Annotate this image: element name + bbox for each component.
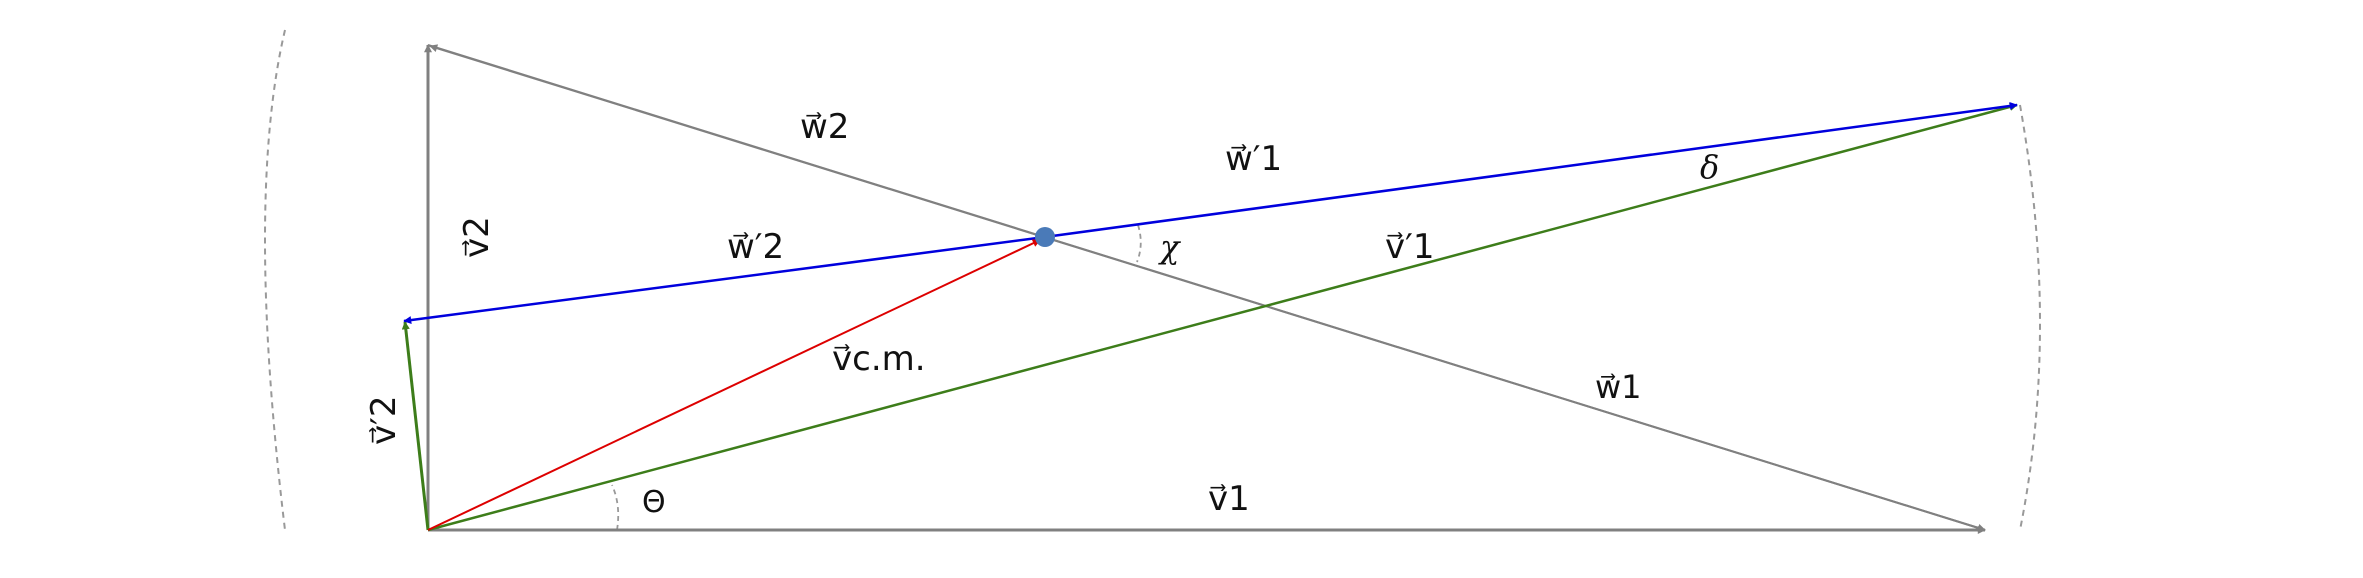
vector-w2-prime	[403, 235, 1046, 325]
label-chi: χ	[1158, 228, 1181, 266]
vector-w1-prime	[1044, 102, 2018, 239]
label-v1: v⃗1	[1208, 479, 1250, 519]
dashed-arc-right	[2019, 104, 2041, 531]
vector-vcm	[427, 239, 1041, 531]
label-w1: w⃗1	[1595, 368, 1642, 406]
vector-v1-prime	[427, 102, 2018, 532]
label-vcm: v⃗c.m.	[832, 339, 926, 379]
vector-w2	[429, 44, 1986, 531]
theta-arc	[611, 484, 620, 531]
chi-arc	[1136, 224, 1142, 263]
label-delta: δ	[1700, 148, 1719, 186]
label-theta: Θ	[642, 485, 666, 520]
vector-v2-prime	[401, 321, 430, 531]
label-v2: v⃗2	[457, 216, 497, 258]
label-w2: w⃗2	[800, 107, 849, 147]
label-w1-prime: w⃗′1	[1225, 139, 1282, 179]
label-v2-prime: v⃗′2	[364, 396, 404, 445]
center-of-mass-point	[1035, 227, 1055, 247]
dashed-arc-left	[264, 29, 286, 531]
label-v1-prime: v⃗′1	[1385, 227, 1434, 267]
label-w2-prime: w⃗′2	[727, 227, 784, 267]
